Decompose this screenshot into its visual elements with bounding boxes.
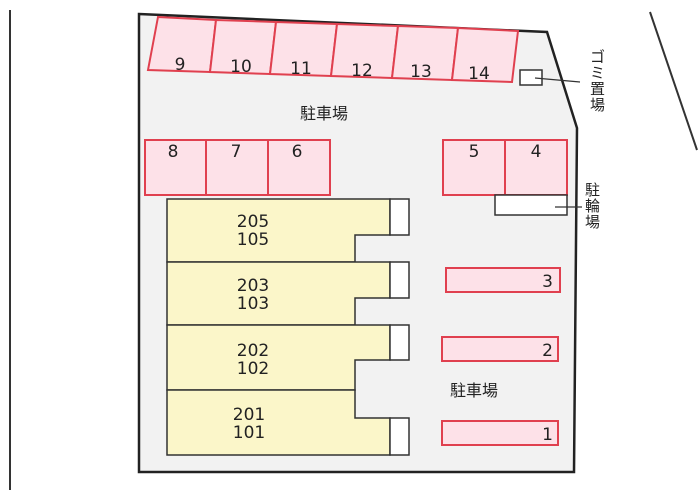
parking-row-top: 9 10 11 12 13 14	[146, 15, 520, 84]
slot-label: 7	[231, 142, 242, 162]
parking-slot-1	[441, 420, 559, 446]
bicycle-label-char: 場	[585, 213, 600, 231]
slot-label: 3	[542, 272, 553, 292]
unit-number-upper: 201	[233, 405, 265, 425]
parking-slot-14	[450, 26, 520, 84]
slot-label: 2	[542, 341, 553, 361]
unit-number-lower: 105	[237, 230, 269, 250]
balcony	[389, 417, 410, 456]
balcony	[389, 324, 410, 361]
garbage-label-char: ミ	[590, 64, 605, 82]
parking-slot-3	[445, 267, 561, 293]
garbage-area	[519, 69, 543, 86]
parking-slot-4	[504, 139, 568, 196]
garbage-label-char: 場	[590, 96, 605, 114]
slot-label: 4	[531, 142, 542, 162]
bicycle-label-char: 輪	[585, 197, 600, 215]
unit-number-upper: 202	[237, 341, 269, 361]
parking-area-label: 駐車場	[450, 381, 498, 400]
unit-number-lower: 103	[237, 294, 269, 314]
road-edge-right	[649, 11, 698, 151]
slot-label: 12	[351, 61, 373, 81]
garbage-label-char: ゴ	[590, 48, 605, 66]
parking-area-label: 駐車場	[300, 104, 348, 123]
garbage-leader-line	[534, 77, 581, 83]
balcony	[389, 198, 410, 236]
garbage-label-char: 置	[590, 80, 605, 98]
parking-slot-5	[442, 139, 506, 196]
parking-slot-2	[441, 336, 559, 362]
slot-label: 14	[468, 64, 490, 84]
slot-label: 13	[410, 62, 432, 82]
slot-label: 9	[175, 55, 186, 75]
unit-number-lower: 102	[237, 359, 269, 379]
slot-label: 11	[290, 59, 312, 79]
bicycle-label-char: 駐	[585, 181, 600, 199]
bicycle-parking	[494, 194, 568, 216]
unit-number-upper: 203	[237, 276, 269, 296]
unit-number-upper: 205	[237, 212, 269, 232]
parking-slot-6	[267, 139, 331, 196]
unit-number-lower: 101	[233, 423, 265, 443]
apartment-building: 205 105 203 103 202 102 201 101	[166, 198, 410, 456]
balcony	[389, 261, 410, 299]
slot-label: 10	[230, 57, 252, 77]
slot-label: 6	[292, 142, 303, 162]
slot-label: 1	[542, 425, 553, 445]
slot-label: 5	[469, 142, 480, 162]
slot-label: 8	[168, 142, 179, 162]
